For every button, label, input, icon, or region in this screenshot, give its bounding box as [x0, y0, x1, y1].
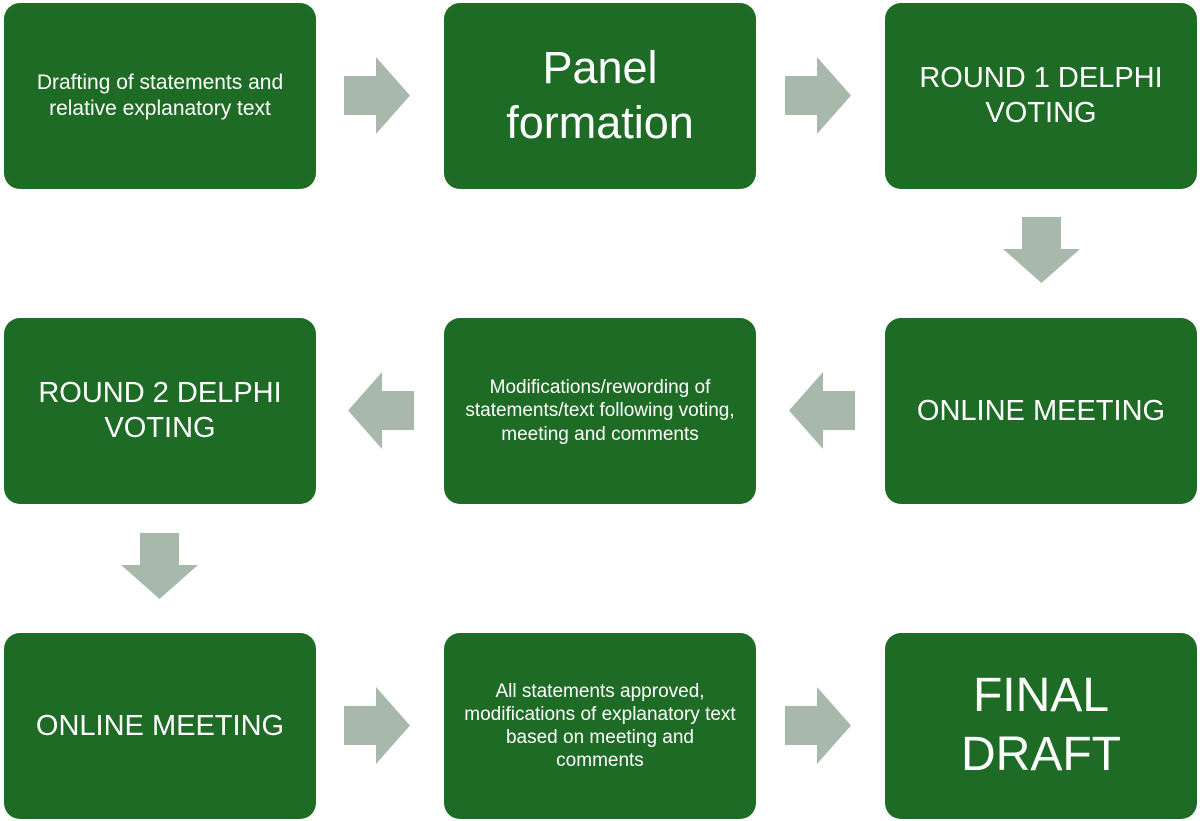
step-modifications: Modifications/rewording of statements/te…: [444, 318, 756, 504]
step-round1-voting: ROUND 1 DELPHI VOTING: [885, 3, 1197, 189]
step-online-meeting-2: ONLINE MEETING: [4, 633, 316, 819]
step-panel-formation: Panel formation: [444, 3, 756, 189]
step-drafting-statements: Drafting of statements and relative expl…: [4, 3, 316, 189]
step-online-meeting-1: ONLINE MEETING: [885, 318, 1197, 504]
step-round2-voting-label: ROUND 2 DELPHI VOTING: [38, 377, 282, 444]
arrow-left-icon: [789, 372, 855, 449]
step-final-draft-label: FINAL DRAFT: [961, 669, 1121, 781]
arrow-left-icon: [348, 372, 414, 449]
step-panel-formation-label: Panel formation: [506, 42, 694, 148]
step-drafting-statements-label: Drafting of statements and relative expl…: [36, 70, 284, 120]
step-online-meeting-2-label: ONLINE MEETING: [35, 709, 285, 742]
step-modifications-label: Modifications/rewording of statements/te…: [465, 377, 735, 445]
arrow-down-icon: [121, 533, 198, 599]
step-round1-voting-label: ROUND 1 DELPHI VOTING: [919, 62, 1163, 129]
arrow-down-icon: [1003, 217, 1080, 283]
step-all-approved-label: All statements approved, modifications o…: [464, 680, 736, 772]
step-final-draft: FINAL DRAFT: [885, 633, 1197, 819]
arrow-right-icon: [785, 57, 851, 134]
step-all-approved: All statements approved, modifications o…: [444, 633, 756, 819]
step-round2-voting: ROUND 2 DELPHI VOTING: [4, 318, 316, 504]
arrow-right-icon: [785, 687, 851, 764]
arrow-right-icon: [344, 687, 410, 764]
arrow-right-icon: [344, 57, 410, 134]
step-online-meeting-1-label: ONLINE MEETING: [916, 394, 1166, 427]
